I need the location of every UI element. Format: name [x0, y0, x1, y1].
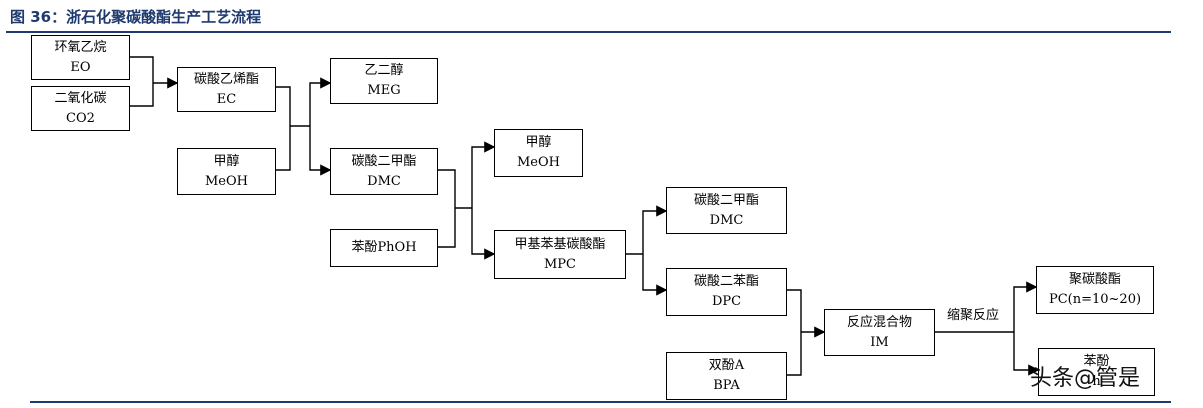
node-phenol-feed-name: 苯酚PhOH: [351, 240, 417, 255]
node-ethylene-glycol-name: 乙二醇: [364, 63, 404, 78]
node-ethylene-carbonate-name: 碳酸乙烯酯: [193, 71, 259, 87]
node-dimethyl-carbonate-2-name: 碳酸二甲酯: [693, 192, 759, 208]
connector-ec-meoh: [276, 86, 291, 171]
arrow-to-meg: [309, 77, 332, 126]
node-methanol-1-code: MeOH: [205, 173, 248, 189]
node-polycarbonate: 聚碳酸酯 PC(n=10~20): [1036, 266, 1154, 314]
node-carbon-dioxide-code: CO2: [66, 110, 95, 126]
node-reaction-mixture-name: 反应混合物: [846, 314, 912, 330]
node-polycarbonate-name: 聚碳酸酯: [1068, 272, 1121, 287]
node-methanol-2: 甲醇 MeOH: [494, 129, 583, 177]
title-divider: [6, 31, 1171, 33]
connector-dpc-bpa: [787, 289, 802, 376]
node-ethylene-glycol: 乙二醇 MEG: [330, 58, 438, 104]
node-diphenyl-carbonate-name: 碳酸二苯酯: [693, 274, 759, 289]
node-methyl-phenyl-carbonate: 甲基苯基碳酸酯 MPC: [494, 230, 626, 279]
edge-label-polycondensation: 缩聚反应: [947, 308, 1000, 323]
node-methyl-phenyl-carbonate-code: MPC: [543, 256, 576, 272]
arrow-to-mpc: [471, 208, 496, 260]
arrow-to-dmc2: [642, 205, 668, 254]
bottom-divider: [30, 401, 1171, 403]
node-phenol-byproduct: 苯酚 h: [1038, 348, 1155, 396]
node-carbon-dioxide: 二氧化碳 CO2: [31, 86, 130, 131]
node-reaction-mixture: 反应混合物 IM: [824, 309, 935, 356]
node-methanol-1: 甲醇 MeOH: [177, 148, 276, 195]
arrow-to-phenol: [1013, 332, 1040, 376]
arrow-to-dpc: [642, 254, 668, 296]
node-methanol-2-code: MeOH: [517, 155, 560, 170]
node-carbon-dioxide-name: 二氧化碳: [54, 90, 107, 106]
node-methanol-1-name: 甲醇: [213, 153, 240, 169]
watermark: 头条@管是: [1030, 366, 1141, 391]
arrow-to-meoh2: [471, 141, 496, 208]
node-ethylene-carbonate-code: EC: [216, 91, 237, 107]
node-ethylene-oxide-name: 环氧乙烷: [54, 39, 107, 55]
node-dimethyl-carbonate-1-name: 碳酸二甲酯: [351, 153, 417, 169]
node-dimethyl-carbonate-1: 碳酸二甲酯 DMC: [330, 148, 438, 195]
node-diphenyl-carbonate-code: DPC: [711, 294, 742, 309]
node-phenol-feed: 苯酚PhOH: [330, 229, 438, 267]
node-dimethyl-carbonate-2: 碳酸二甲酯 DMC: [666, 187, 787, 234]
node-dimethyl-carbonate-2-code: DMC: [709, 212, 744, 228]
node-ethylene-oxide-code: EO: [70, 59, 91, 75]
node-reaction-mixture-code: IM: [870, 334, 889, 350]
node-phenol-byproduct-name: 苯酚: [1083, 354, 1110, 369]
node-ethylene-carbonate: 碳酸乙烯酯 EC: [177, 67, 276, 112]
node-polycarbonate-code: PC(n=10~20): [1048, 292, 1142, 307]
node-bisphenol-a-name: 双酚A: [708, 358, 745, 373]
node-dimethyl-carbonate-1-code: DMC: [367, 173, 401, 189]
node-methanol-2-name: 甲醇: [525, 135, 552, 150]
arrow-to-dmc1: [309, 126, 332, 176]
node-ethylene-glycol-code: MEG: [367, 83, 401, 98]
node-methyl-phenyl-carbonate-name: 甲基苯基碳酸酯: [514, 236, 606, 252]
node-phenol-byproduct-code: h: [1092, 374, 1101, 389]
node-diphenyl-carbonate: 碳酸二苯酯 DPC: [666, 268, 787, 316]
node-bisphenol-a-code: BPA: [713, 378, 740, 393]
connector-eo-co2-to-ec: [130, 56, 154, 107]
figure-title: 图 36：浙石化聚碳酸酯生产工艺流程: [10, 8, 262, 26]
node-ethylene-oxide: 环氧乙烷 EO: [31, 35, 130, 80]
node-bisphenol-a: 双酚A BPA: [666, 352, 787, 400]
connector-dmc-phoh: [438, 169, 456, 248]
arrow-to-pc: [1013, 281, 1038, 332]
